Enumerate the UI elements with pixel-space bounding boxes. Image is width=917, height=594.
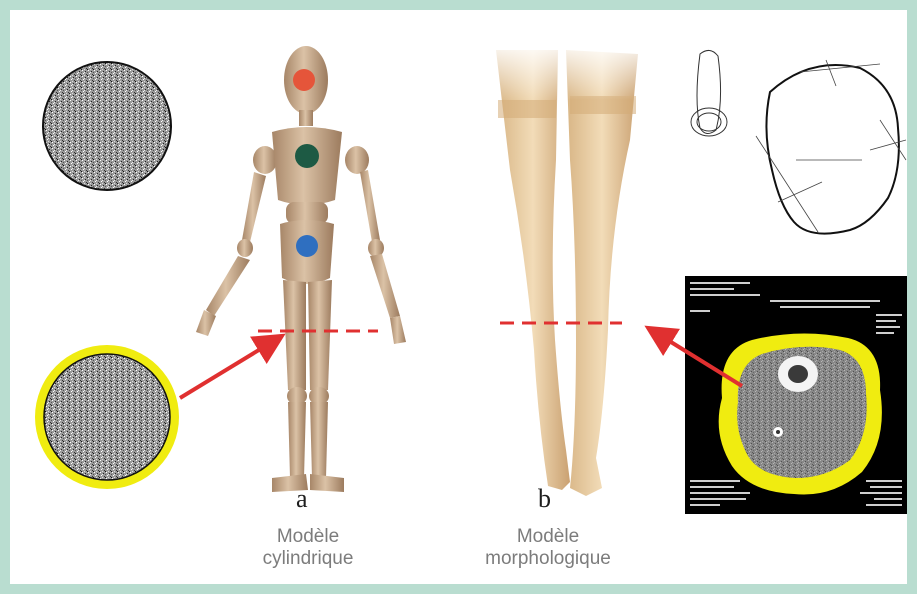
arrow-a [180, 342, 272, 398]
chest-marker [295, 144, 319, 168]
wooden-mannequin [196, 46, 406, 492]
section-contour-sketch [756, 60, 906, 234]
foot-outline-sketch [691, 50, 727, 136]
caption-b-line1: Modèle [468, 526, 628, 548]
cross-section-circle-highlighted [35, 345, 179, 489]
figure-frame: a Modèle cylindrique b Modèle morphologi… [10, 10, 907, 584]
head-marker [293, 69, 315, 91]
panel-letter-a: a [296, 484, 308, 514]
cross-section-circle-top [43, 62, 171, 190]
pelvis-marker [296, 235, 318, 257]
caption-b: Modèle morphologique [468, 526, 628, 570]
caption-a: Modèle cylindrique [228, 526, 388, 570]
panel-letter-b: b [538, 484, 551, 514]
illustration [10, 10, 907, 584]
stocking-legs [490, 40, 650, 496]
caption-b-line2: morphologique [468, 548, 628, 570]
caption-a-line2: cylindrique [228, 548, 388, 570]
caption-a-line1: Modèle [228, 526, 388, 548]
ct-scan-image [685, 276, 907, 514]
